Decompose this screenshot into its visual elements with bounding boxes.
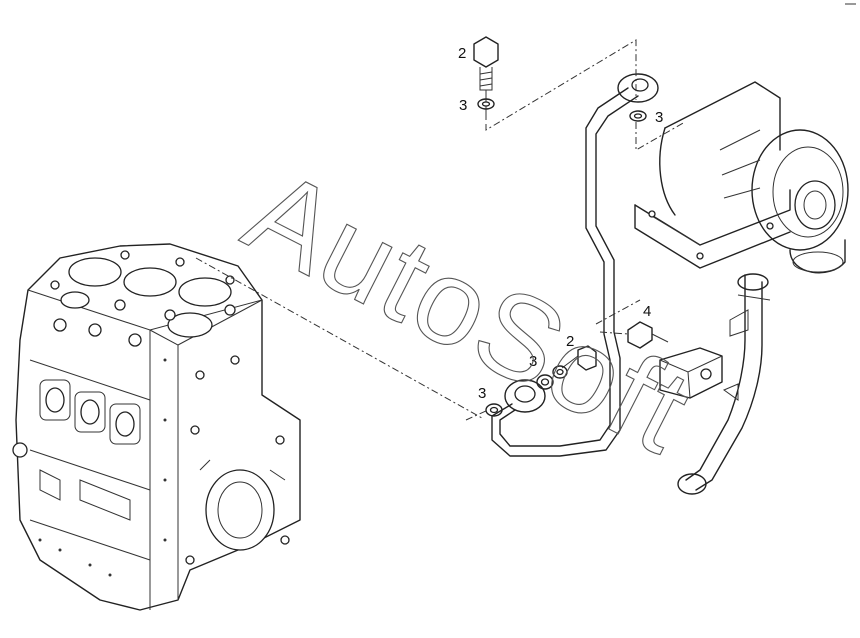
callout-2-lower-bolt: 2 xyxy=(566,333,574,350)
callout-3-block-washer: 3 xyxy=(478,385,486,402)
watermark: AutoSoft xyxy=(226,144,711,480)
banjo-bolt-top xyxy=(473,36,499,120)
washer-top-bolt xyxy=(477,98,495,110)
banjo-bolt-lower xyxy=(561,345,597,371)
oil-feed-pipe xyxy=(491,73,771,495)
engine-block xyxy=(12,243,301,611)
washer-block-port xyxy=(485,403,503,417)
washer-lower-a xyxy=(552,365,568,379)
washer-turbo-inlet xyxy=(629,110,647,122)
support-bracket xyxy=(627,321,723,399)
callout-4-bracket-bolt: 4 xyxy=(643,303,651,320)
callout-3-turbo-washer: 3 xyxy=(655,109,663,126)
callout-2-top-bolt: 2 xyxy=(458,45,466,62)
part-callouts: 2 3 3 4 2 3 3 xyxy=(458,45,663,402)
callout-3-top-washer: 3 xyxy=(459,97,467,114)
washer-lower-b xyxy=(536,374,554,390)
assembly-lines xyxy=(195,39,686,421)
turbocharger xyxy=(634,81,849,274)
callout-3-lower-washer: 3 xyxy=(529,353,537,370)
